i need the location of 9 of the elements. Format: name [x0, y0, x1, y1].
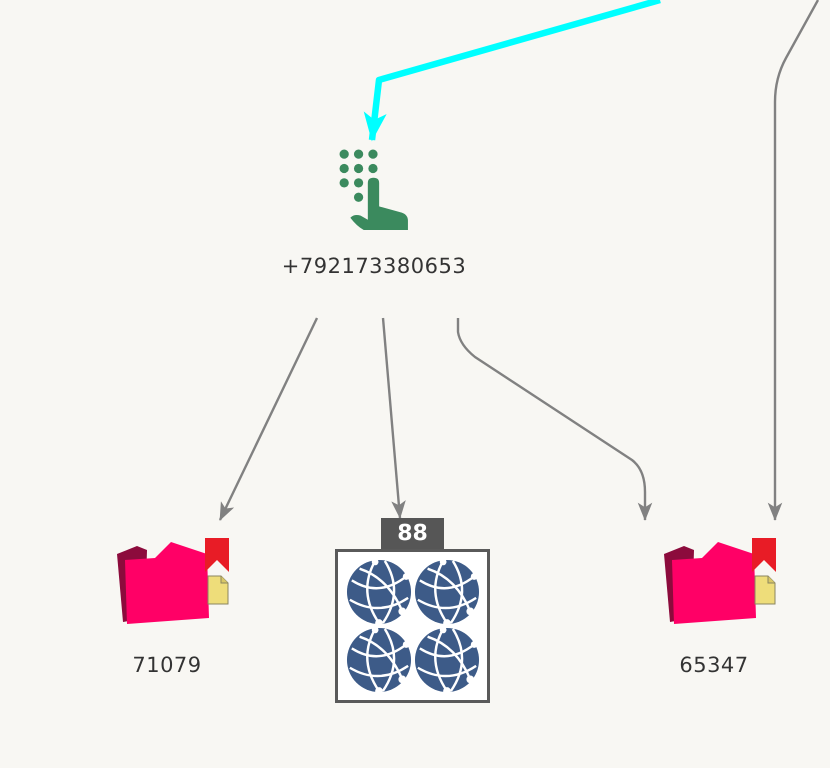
arrow	[456, 318, 652, 521]
count-badge: 88	[381, 518, 444, 549]
phone-number: +792173380653	[282, 253, 466, 280]
arrow	[364, 0, 661, 142]
arrow	[382, 318, 406, 519]
node-label: 71079	[132, 652, 202, 679]
arrow	[218, 317, 318, 521]
arrow	[768, 0, 820, 521]
node-label: 65347	[679, 652, 749, 679]
